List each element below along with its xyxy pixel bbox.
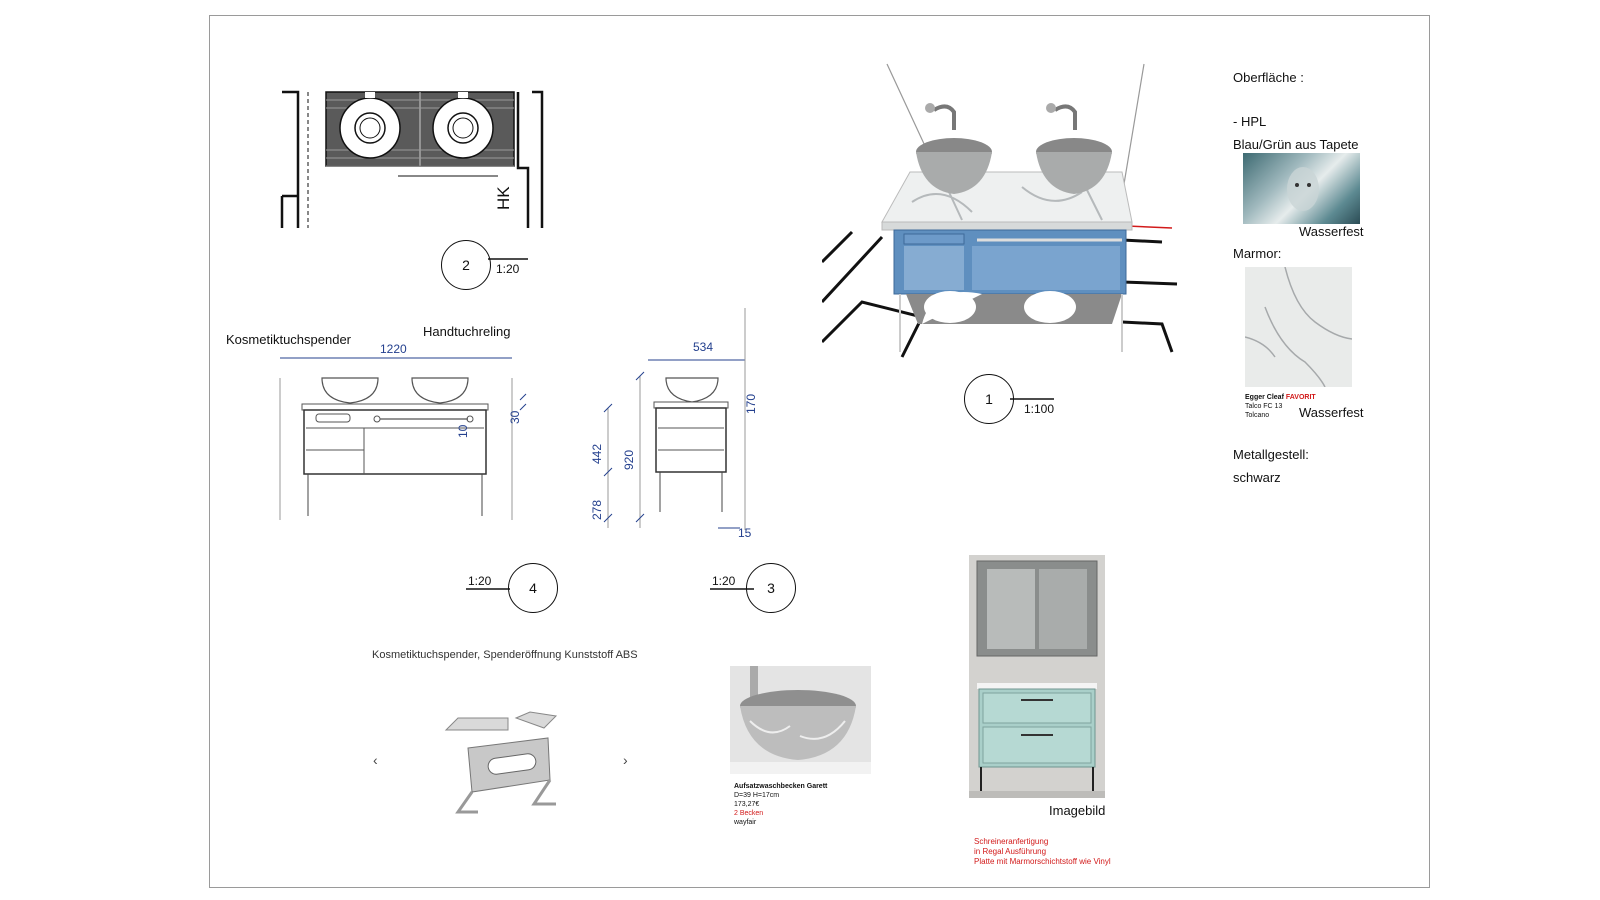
- marble-title: Marmor:: [1233, 246, 1282, 261]
- surface-title: Oberfläche :: [1233, 70, 1304, 85]
- reference-photo: [969, 555, 1105, 798]
- wallpaper-swatch: [1243, 153, 1360, 224]
- note-line-1: Schreineranfertigung: [974, 837, 1049, 846]
- basin-size: D=39 H=17cm: [734, 792, 780, 799]
- dim-278: 278: [590, 499, 604, 520]
- carousel-next-button[interactable]: ›: [623, 752, 628, 768]
- dim-442: 442: [590, 443, 604, 464]
- basin-title: Aufsatzwaschbecken Garett: [734, 783, 828, 790]
- dim-170: 170: [744, 393, 758, 414]
- dispenser-caption: Kosmetiktuchspender, Spenderöffnung Kuns…: [372, 649, 638, 661]
- waterproof-label-1: Wasserfest: [1299, 224, 1364, 239]
- dim-depth-534: 534: [693, 340, 714, 354]
- reference-caption: Imagebild: [1049, 803, 1106, 818]
- dim-width-1220: 1220: [380, 342, 407, 356]
- frame-title: Metallgestell:: [1233, 447, 1309, 462]
- dispenser-product-image: [444, 711, 558, 814]
- basin-count: 2 Becken: [734, 810, 764, 817]
- egger-code: Talco FC 13: [1245, 403, 1283, 410]
- egger-name: Tolcano: [1245, 412, 1270, 419]
- plan-view-drawing: [280, 90, 544, 228]
- basin-source: wayfair: [734, 819, 757, 826]
- dim-920: 920: [622, 449, 636, 470]
- drawing-sheet: [209, 15, 1430, 888]
- scale-4: 1:20: [468, 574, 492, 588]
- basin-photo: [730, 666, 871, 774]
- egger-brand: Egger Cleaf: [1245, 394, 1284, 401]
- basin-price: 173,27€: [734, 801, 760, 808]
- view-marker-4: 4: [508, 563, 558, 613]
- label-towel-rail: Handtuchreling: [423, 324, 511, 339]
- egger-favorit: FAVORIT: [1285, 394, 1316, 401]
- egger-brand-line: Egger Cleaf FAVORIT: [1245, 393, 1316, 402]
- dim-10: 10: [456, 424, 470, 438]
- carousel-prev-button[interactable]: ‹: [373, 752, 378, 768]
- dim-30: 30: [508, 410, 522, 424]
- scale-2: 1:20: [496, 262, 520, 276]
- note-line-2: in Regal Ausführung: [974, 847, 1047, 856]
- view-marker-3: 3: [746, 563, 796, 613]
- front-view-drawing: [279, 357, 527, 520]
- scale-line-1: [1010, 398, 1054, 400]
- hpl-description: Blau/Grün aus Tapete: [1233, 137, 1359, 152]
- render-3d-vanity: [822, 63, 1178, 358]
- scale-line-4: [466, 588, 510, 590]
- note-line-3: Platte mit Marmorschichtstoff wie Vinyl: [974, 857, 1111, 866]
- view-marker-2: 2: [441, 240, 491, 290]
- dim-15: 15: [738, 526, 752, 540]
- marble-swatch: [1245, 267, 1352, 387]
- frame-color: schwarz: [1233, 470, 1281, 485]
- scale-1: 1:100: [1024, 402, 1055, 416]
- label-dispenser: Kosmetiktuchspender: [226, 332, 352, 347]
- side-view-drawing: [603, 308, 746, 530]
- view-marker-1: 1: [964, 374, 1014, 424]
- scale-line-2: [488, 258, 528, 260]
- waterproof-label-2: Wasserfest: [1299, 405, 1364, 420]
- scale-3: 1:20: [712, 574, 736, 588]
- hpl-label: - HPL: [1233, 114, 1267, 129]
- hk-label: HK: [494, 186, 513, 210]
